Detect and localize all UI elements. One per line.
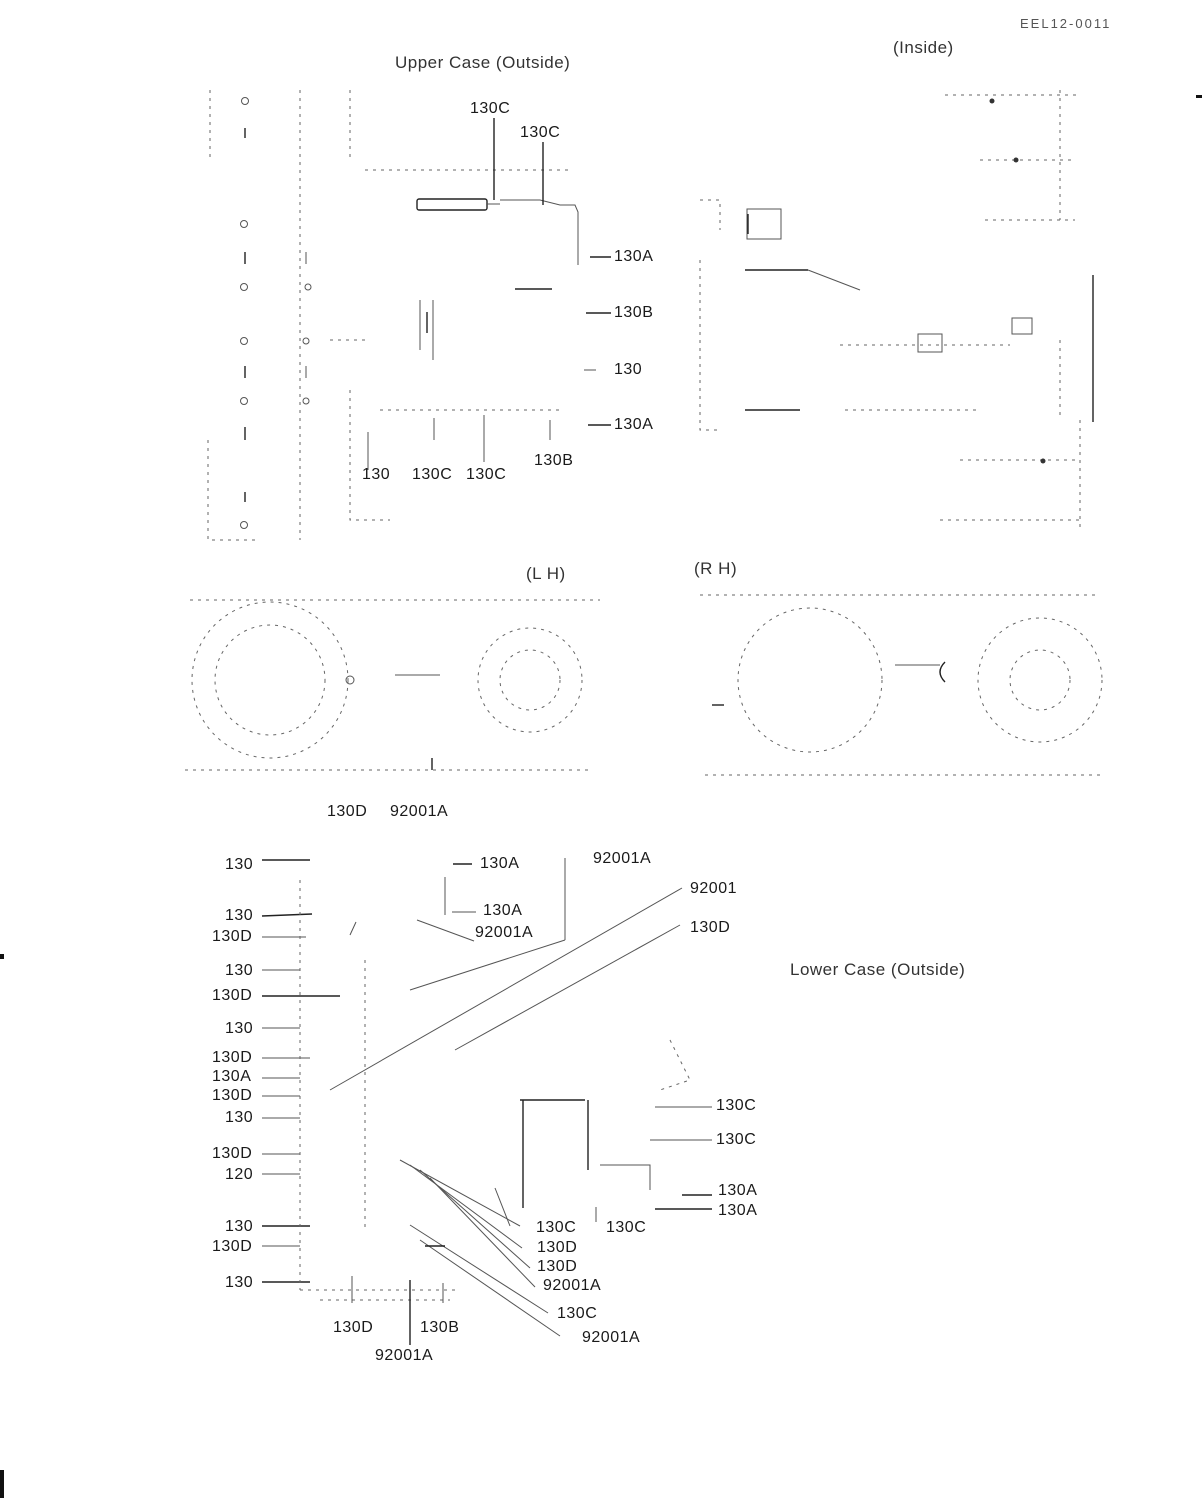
lower-left-callout-12: 120	[225, 1166, 254, 1183]
lower-top-callout-5: 130A	[483, 902, 523, 919]
lower-left-callout-3: 130D	[212, 928, 253, 945]
caption-lower-outside: Lower Case (Outside)	[790, 960, 966, 979]
caption-upper-outside: Upper Case (Outside)	[395, 53, 571, 72]
scan-mark-bottom-left	[0, 1470, 4, 1498]
lower-top-callout-4: 92001A	[593, 850, 652, 867]
lower-bottom-callout-3: 92001A	[375, 1347, 434, 1364]
upper-callout-4: 130B	[614, 304, 654, 321]
lower-right-callout-9: 92001A	[543, 1277, 602, 1294]
upper-callout-10: 130C	[466, 466, 507, 483]
upper-callout-7: 130B	[534, 452, 574, 469]
right-hand-view	[700, 594, 1103, 776]
lower-bottom-callout-2: 130B	[420, 1319, 460, 1336]
lower-left-callout-8: 130A	[212, 1068, 252, 1085]
lower-left-callout-6: 130	[225, 1020, 254, 1037]
upper-callout-2: 130C	[520, 124, 561, 141]
lower-case-outside-view	[261, 858, 712, 1345]
lower-bottom-callout-1: 130D	[333, 1319, 374, 1336]
lower-right-callout-11: 92001A	[582, 1329, 641, 1346]
lower-right-callout-10: 130C	[557, 1305, 598, 1322]
lower-right-callout-2: 130C	[716, 1131, 757, 1148]
lower-left-callout-9: 130D	[212, 1087, 253, 1104]
lower-right-callout-5: 130C	[536, 1219, 577, 1236]
lower-right-callout-4: 130A	[718, 1202, 758, 1219]
lower-left-callout-11: 130D	[212, 1145, 253, 1162]
lower-top-callout-1: 130D	[327, 803, 368, 820]
lower-left-callout-4: 130	[225, 962, 254, 979]
lower-right-callout-3: 130A	[718, 1182, 758, 1199]
lower-left-callout-5: 130D	[212, 987, 253, 1004]
lower-top-callout-7: 92001	[690, 880, 737, 897]
upper-case-outside-view	[207, 90, 611, 541]
lower-top-callout-3: 130A	[480, 855, 520, 872]
upper-callout-9: 130C	[412, 466, 453, 483]
scan-mark-top-right	[1196, 95, 1202, 98]
lower-right-callout-6: 130C	[606, 1219, 647, 1236]
lower-left-callout-14: 130D	[212, 1238, 253, 1255]
scan-mark-left	[0, 954, 4, 959]
caption-upper-inside: (Inside)	[893, 38, 954, 57]
lower-right-callout-1: 130C	[716, 1097, 757, 1114]
lower-right-callout-8: 130D	[537, 1258, 578, 1275]
upper-flange-holes	[240, 97, 312, 529]
lower-top-callout-2: 92001A	[390, 803, 449, 820]
upper-callout-3: 130A	[614, 248, 654, 265]
upper-callout-6: 130A	[614, 416, 654, 433]
lower-left-callout-10: 130	[225, 1109, 254, 1126]
lower-left-callout-2: 130	[225, 907, 254, 924]
lower-right-callout-7: 130D	[537, 1239, 578, 1256]
lower-left-callout-1: 130	[225, 856, 254, 873]
upper-callout-5: 130	[614, 361, 643, 378]
lower-top-callout-6: 92001A	[475, 924, 534, 941]
lower-top-callout-8: 130D	[690, 919, 731, 936]
page-code: EEL12-0011	[1020, 16, 1112, 31]
left-hand-view	[185, 599, 600, 771]
caption-right: (R H)	[694, 559, 738, 578]
upper-callout-1: 130C	[470, 100, 511, 117]
caption-left: (L H)	[526, 564, 566, 583]
upper-callout-8: 130	[362, 466, 391, 483]
lower-left-callout-7: 130D	[212, 1049, 253, 1066]
lower-left-callout-13: 130	[225, 1218, 254, 1235]
upper-case-inside-view	[699, 90, 1094, 530]
lower-left-callout-15: 130	[225, 1274, 254, 1291]
